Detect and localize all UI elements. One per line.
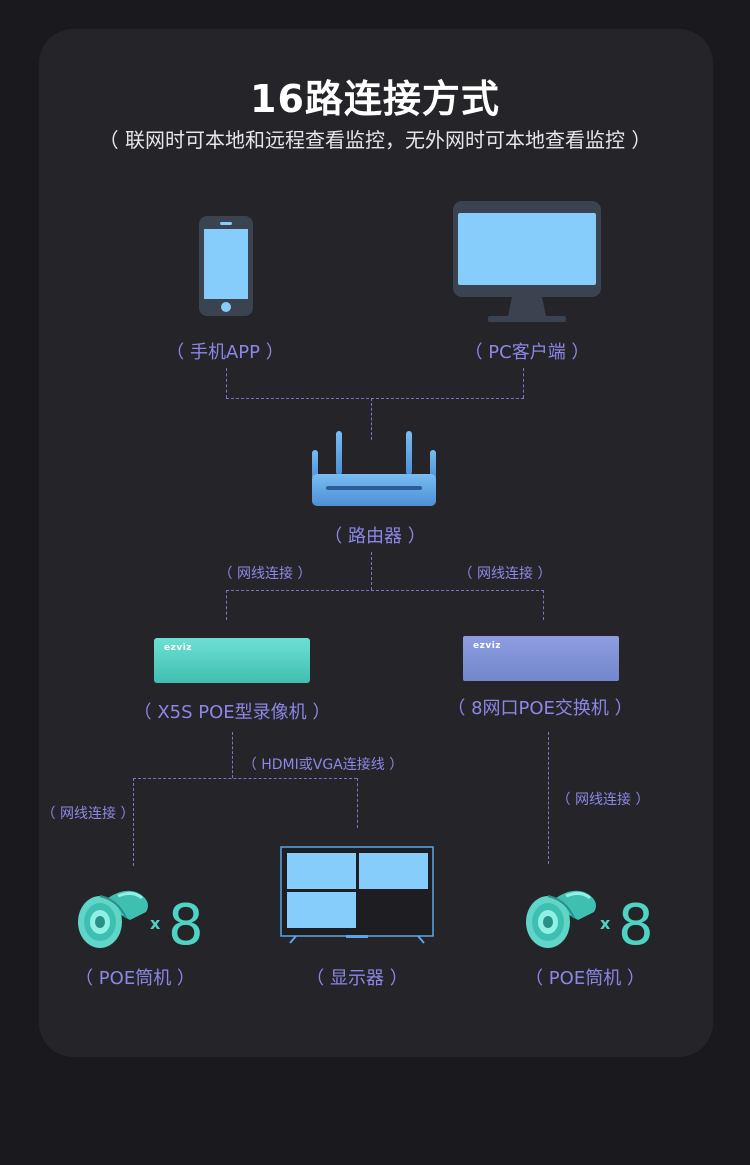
camera-times-sign: x [150,914,161,933]
phone-icon [199,216,253,316]
router-switch-conn-label: （ 网线连接 ） [458,566,552,582]
router-icon [312,431,436,506]
monitor-icon [453,201,601,322]
camera-count: 8 [618,893,654,958]
switch-device: ezviz [463,636,619,681]
camera-count: 8 [168,893,204,958]
page-title: 16路连接方式 [250,77,500,121]
connector-line [371,552,372,590]
camera-left-label: （ POE筒机 ） [75,968,195,989]
connector-line [548,732,549,864]
connector-line [133,778,357,779]
connector-line [226,368,227,398]
nvr-label: （ X5S POE型录像机 ） [133,702,331,723]
connector-line [133,778,134,866]
connector-line [226,590,227,620]
router-label: （ 路由器 ） [324,526,426,547]
brand-logo: ezviz [164,643,193,653]
camera-times-sign: x [600,914,611,933]
connector-line [232,732,233,778]
camera-right-label: （ POE筒机 ） [525,968,645,989]
camera-icon [526,890,596,948]
page-subtitle: （ 联网时可本地和远程查看监控，无外网时可本地查看监控 ） [98,128,652,152]
nvr-monitor-conn-label: （ HDMI或VGA连接线 ） [242,757,404,773]
connector-line [357,778,358,828]
connector-line [523,368,524,398]
phone-label: （ 手机APP ） [166,342,284,363]
connector-line [226,398,524,399]
nvr-camera-conn-label: （ 网线连接 ） [41,806,135,822]
switch-camera-conn-label: （ 网线连接 ） [556,792,650,808]
camera-icon [78,890,148,948]
pc-label: （ PC客户端 ） [464,342,590,363]
switch-label: （ 8网口POE交换机 ） [447,698,633,719]
monitor-label: （ 显示器 ） [306,968,408,989]
connector-line [543,590,544,620]
connector-line [226,590,544,591]
display-icon [280,846,434,944]
connector-line [371,398,372,440]
nvr-device: ezviz [154,638,310,683]
brand-logo: ezviz [473,641,502,651]
router-nvr-conn-label: （ 网线连接 ） [218,566,312,582]
